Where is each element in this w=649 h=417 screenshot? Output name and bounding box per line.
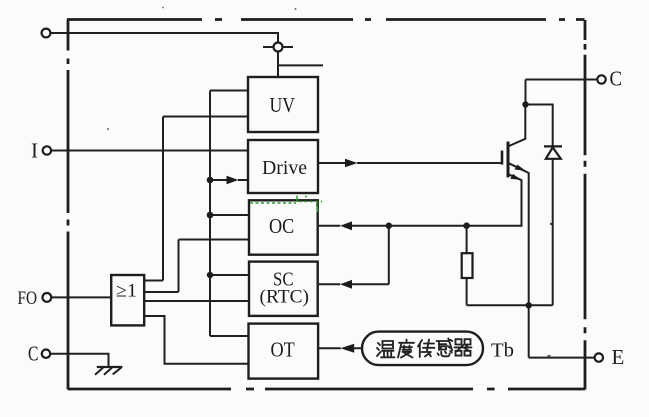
svg-text:SC: SC	[273, 269, 294, 291]
svg-text:OT: OT	[271, 338, 295, 362]
svg-text:FO: FO	[18, 288, 38, 309]
svg-text:≥1: ≥1	[116, 281, 137, 302]
svg-text:(RTC): (RTC)	[260, 287, 310, 308]
svg-text:C: C	[610, 66, 623, 90]
svg-text:Tb: Tb	[491, 340, 514, 362]
svg-text:UV: UV	[270, 93, 296, 117]
svg-text:E: E	[612, 345, 625, 369]
svg-text:I: I	[31, 139, 38, 163]
svg-text:Drive: Drive	[262, 157, 307, 179]
svg-text:OC: OC	[269, 214, 294, 238]
svg-text:C: C	[28, 342, 39, 366]
